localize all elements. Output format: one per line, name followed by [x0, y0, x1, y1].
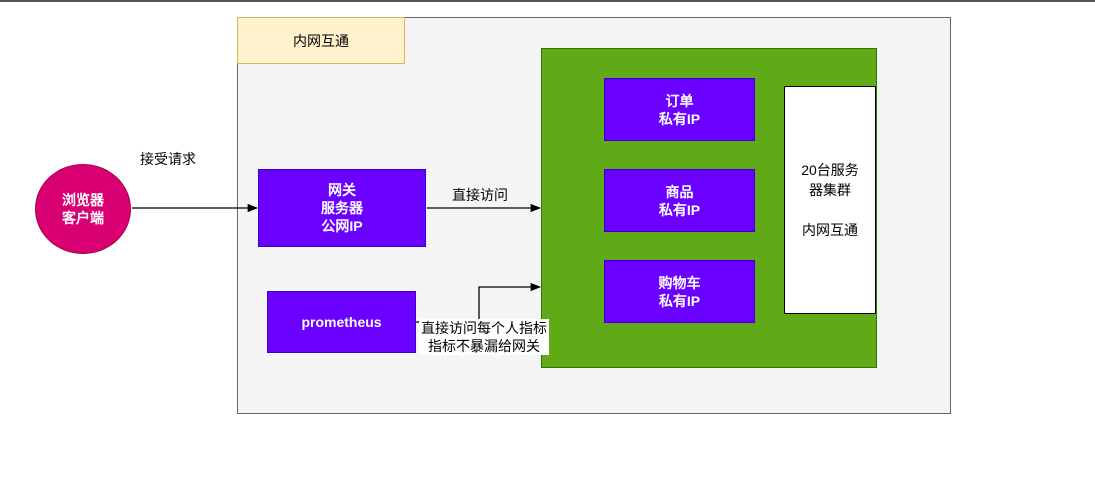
prometheus-node[interactable]: prometheus	[267, 291, 416, 353]
service-order-name: 订单	[665, 92, 694, 109]
service-order-node[interactable]: 订单 私有IP	[604, 78, 755, 141]
service-product-node[interactable]: 商品 私有IP	[604, 169, 755, 232]
cluster-note-line2: 器集群	[809, 182, 851, 198]
edge-label-receive-request: 接受请求	[140, 151, 196, 167]
prometheus-label: prometheus	[301, 314, 382, 330]
edge-label-prometheus-line1: 直接访问每个人指标	[421, 320, 547, 336]
browser-line2: 客户端	[62, 210, 104, 226]
service-cart-sub: 私有IP	[658, 292, 701, 309]
edge-prometheus-cluster	[416, 282, 542, 323]
gateway-line1: 网关	[328, 182, 356, 198]
top-border	[0, 0, 1095, 2]
intranet-tag-label: 内网互通	[293, 32, 349, 49]
service-product-name: 商品	[665, 183, 694, 200]
edge-label-direct-access: 直接访问	[452, 187, 508, 203]
cluster-note-line1: 20台服务	[801, 162, 859, 178]
edge-label-prometheus: 直接访问每个人指标 指标不暴漏给网关	[419, 319, 549, 355]
gateway-line3: 公网IP	[321, 218, 363, 234]
intranet-tag: 内网互通	[237, 17, 405, 64]
edge-label-prometheus-line2: 指标不暴漏给网关	[428, 338, 540, 354]
gateway-line2: 服务器	[321, 200, 363, 216]
service-order-sub: 私有IP	[658, 110, 701, 127]
browser-client-node[interactable]: 浏览器 客户端	[35, 164, 131, 254]
service-cart-node[interactable]: 购物车 私有IP	[604, 260, 755, 323]
browser-line1: 浏览器	[62, 192, 104, 208]
service-product-sub: 私有IP	[658, 201, 701, 218]
cluster-note-box: 20台服务 器集群 内网互通	[784, 86, 876, 314]
service-cart-name: 购物车	[658, 274, 701, 291]
cluster-note-line3: 内网互通	[802, 222, 858, 238]
gateway-server-node[interactable]: 网关 服务器 公网IP	[258, 169, 426, 247]
